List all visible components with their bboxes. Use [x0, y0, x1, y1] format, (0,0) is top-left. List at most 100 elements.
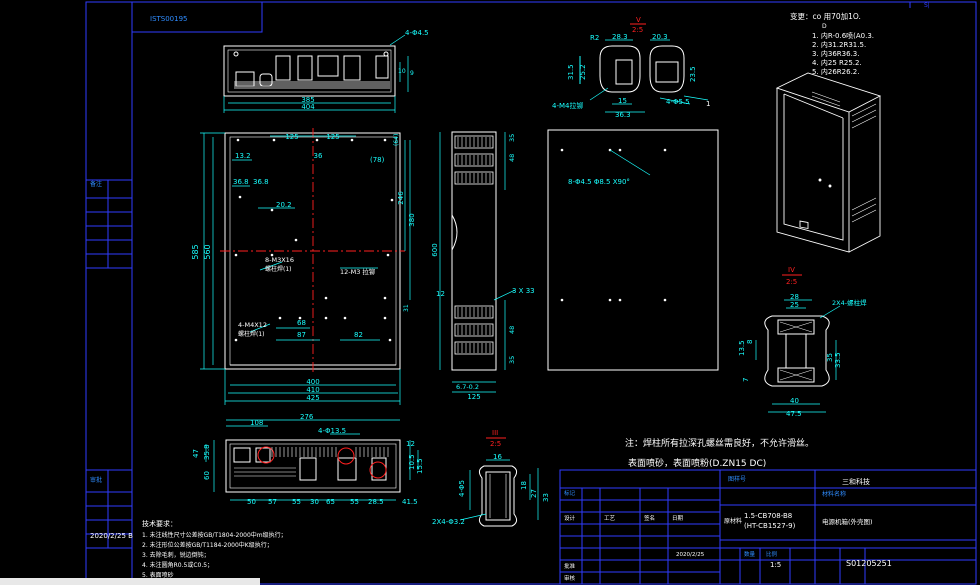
bottom-hole: 4-Φ13.5: [318, 427, 346, 435]
tb-approval-label: 批准: [564, 562, 576, 570]
tech-req-title: 技术要求：: [142, 519, 177, 528]
tech-req-2: 2. 未注形位公差按GB/T1184-2000中K级执行；: [142, 541, 273, 549]
front-dim-36-8a: 36.8: [233, 178, 249, 186]
side-dim-48: 48: [508, 154, 516, 162]
front-dim-125b: 125: [326, 133, 339, 141]
bottom-dim-60: 60: [203, 471, 211, 480]
drawing-frame: [85, 1, 977, 585]
front-view: 585 560 380 246 400 410 425 125 125 36 1…: [191, 128, 416, 405]
bottom-dim-12: 12: [406, 440, 415, 448]
detail-v-label: V: [636, 16, 641, 24]
side-dim-600: 600: [431, 243, 439, 256]
tb-material-label: 材料名称: [822, 490, 846, 498]
front-dim-410: 410: [306, 386, 319, 394]
side-slot: 3 X 33: [512, 287, 535, 295]
spec-item-5: 5. 内26R26.2.: [812, 67, 860, 76]
bottom-chain-7: 28.5: [368, 498, 384, 506]
side-dim-125: 125: [467, 393, 480, 401]
back-view: 8-Φ4.5 Φ8.5 X90°: [547, 129, 719, 371]
detail-v-36-3: 36.3: [615, 111, 631, 119]
tb-part-number: S01205251: [846, 559, 892, 568]
top-right-mark: S|: [924, 2, 930, 9]
front-dim-68: 68: [297, 319, 306, 327]
detail-iii-label: III: [492, 429, 498, 437]
detail-iii-note: 2X4-Φ3.2: [432, 518, 465, 526]
detail-iv-note: 2X4-螺柱焊: [832, 298, 867, 307]
front-note-left-sub: 螺柱焊(1): [265, 265, 292, 273]
front-dim-585: 585: [191, 244, 200, 259]
isometric-view: [775, 72, 882, 253]
detail-iv-label: IV: [788, 266, 795, 274]
tb-material-line-2: (HT-CB1527-9): [744, 522, 796, 530]
front-dim-560: 560: [203, 244, 212, 259]
detail-iv-33-5: 33.5: [834, 352, 842, 368]
tb-material-caption: 原材料: [724, 517, 742, 525]
title-block-text: 图样号 三和科技 材料名称 1.5-CB708-B8 (HT-CB1527-9)…: [564, 475, 892, 582]
corner-code: ISTS00195: [150, 15, 188, 23]
detail-v-15: 15: [618, 97, 627, 105]
tb-drawing-no-label: 图样号: [728, 475, 746, 483]
side-dim-35b: 35: [508, 356, 516, 364]
spec-item-2: 2. 内31.2R31.5.: [812, 40, 866, 49]
bottom-chain-8: 41.5: [402, 498, 418, 506]
detail-iii-16: 16: [493, 453, 502, 461]
detail-iii-33: 33: [542, 493, 550, 502]
side-dim-12: 12: [436, 290, 445, 298]
bottom-chain-2: 57: [268, 498, 277, 506]
detail-v: V 2:5 R2 28.3 20.3 31.5 25.2 23.5 15 36.…: [552, 16, 710, 119]
detail-v-28-3: 28.3: [612, 33, 628, 41]
detail-iv-8: 8: [746, 340, 754, 344]
back-hole-note: 8-Φ4.5 Φ8.5 X90°: [568, 178, 630, 186]
side-dim-6-7: 6.7-0.2: [456, 383, 479, 391]
detail-iii-18: 18: [520, 481, 528, 490]
top-view-dim-10: 10: [398, 68, 406, 75]
tb-scale-label: 比例: [766, 550, 778, 558]
front-note-left: 8-M3X16: [265, 256, 294, 264]
detail-iv-28: 28: [790, 293, 799, 301]
front-dim-13-2: 13.2: [235, 152, 251, 160]
bottom-chain-5: 65: [326, 498, 335, 506]
front-dim-425: 425: [306, 394, 319, 402]
detail-iii: III 2:5 4-Φ5 33 27 18 16 2X4-Φ3.2: [432, 429, 550, 527]
detail-iv-35: 35: [826, 353, 834, 362]
note-line-1: 注：焊柱所有拉深孔螺丝需良好，不允许滑丝。: [625, 437, 814, 449]
front-note-bottom: 4-M4X12: [238, 321, 267, 329]
bottom-chain-4: 30: [310, 498, 319, 506]
front-dim-78: (78): [370, 156, 385, 164]
tb-part-name: 电源机箱(外壳图): [822, 517, 873, 526]
tb-process-label: 工艺: [604, 515, 616, 522]
front-dim-125a: 125: [285, 133, 298, 141]
bottom-dim-35-8: 35.8: [203, 444, 211, 460]
bottom-dim-108: 108: [250, 419, 263, 427]
detail-v-r2: R2: [590, 34, 599, 42]
top-view-dim-385: 385: [301, 96, 314, 104]
front-dim-82: 82: [354, 331, 363, 339]
front-note-bottom-sub: 螺柱焊(1): [238, 330, 265, 338]
tb-date-label: 日期: [672, 515, 684, 522]
bottom-dim-10-5: 10.5: [408, 454, 416, 470]
side-dim-35: 35: [508, 134, 516, 142]
spec-item-1: 1. 内R-0.6喷(A0.3.: [812, 31, 874, 40]
tb-audit-label: 审核: [564, 574, 576, 582]
side-view: 600 35 48 12 3 X 33 6.7-0.2 125 48 35: [431, 131, 535, 401]
left-label-approved: 审批: [90, 476, 102, 484]
tb-material-line-1: 1.5-CB708-B8: [744, 512, 792, 520]
side-dim-48b: 48: [508, 326, 516, 334]
detail-iv: IV 2:5 28 25 13.5 8 33.5 35 7 40 47.5 2X…: [738, 266, 867, 418]
bottom-chain-1: 50: [247, 498, 256, 506]
tb-quantity-label: 数量: [744, 550, 756, 558]
tech-req-5: 5. 表面喷砂: [142, 571, 174, 579]
detail-iv-13-5: 13.5: [738, 340, 746, 356]
detail-v-20-3: 20.3: [652, 33, 668, 41]
detail-v-25-2: 25.2: [579, 64, 587, 80]
front-note-mid: 12-M3 拉铆: [340, 267, 376, 276]
tb-mark-label: 标记: [564, 489, 576, 497]
front-dim-246: 246: [397, 191, 405, 205]
tb-signature-label: 签名: [644, 514, 655, 522]
top-view-dim-9: 9: [410, 70, 414, 77]
detail-v-31-5: 31.5: [567, 64, 575, 80]
front-dim-400: 400: [306, 378, 319, 386]
detail-iii-27: 27: [530, 489, 538, 498]
bottom-view: 108 276 4-Φ13.5 47 35.8 60 12 10.5 15.5 …: [192, 413, 424, 506]
